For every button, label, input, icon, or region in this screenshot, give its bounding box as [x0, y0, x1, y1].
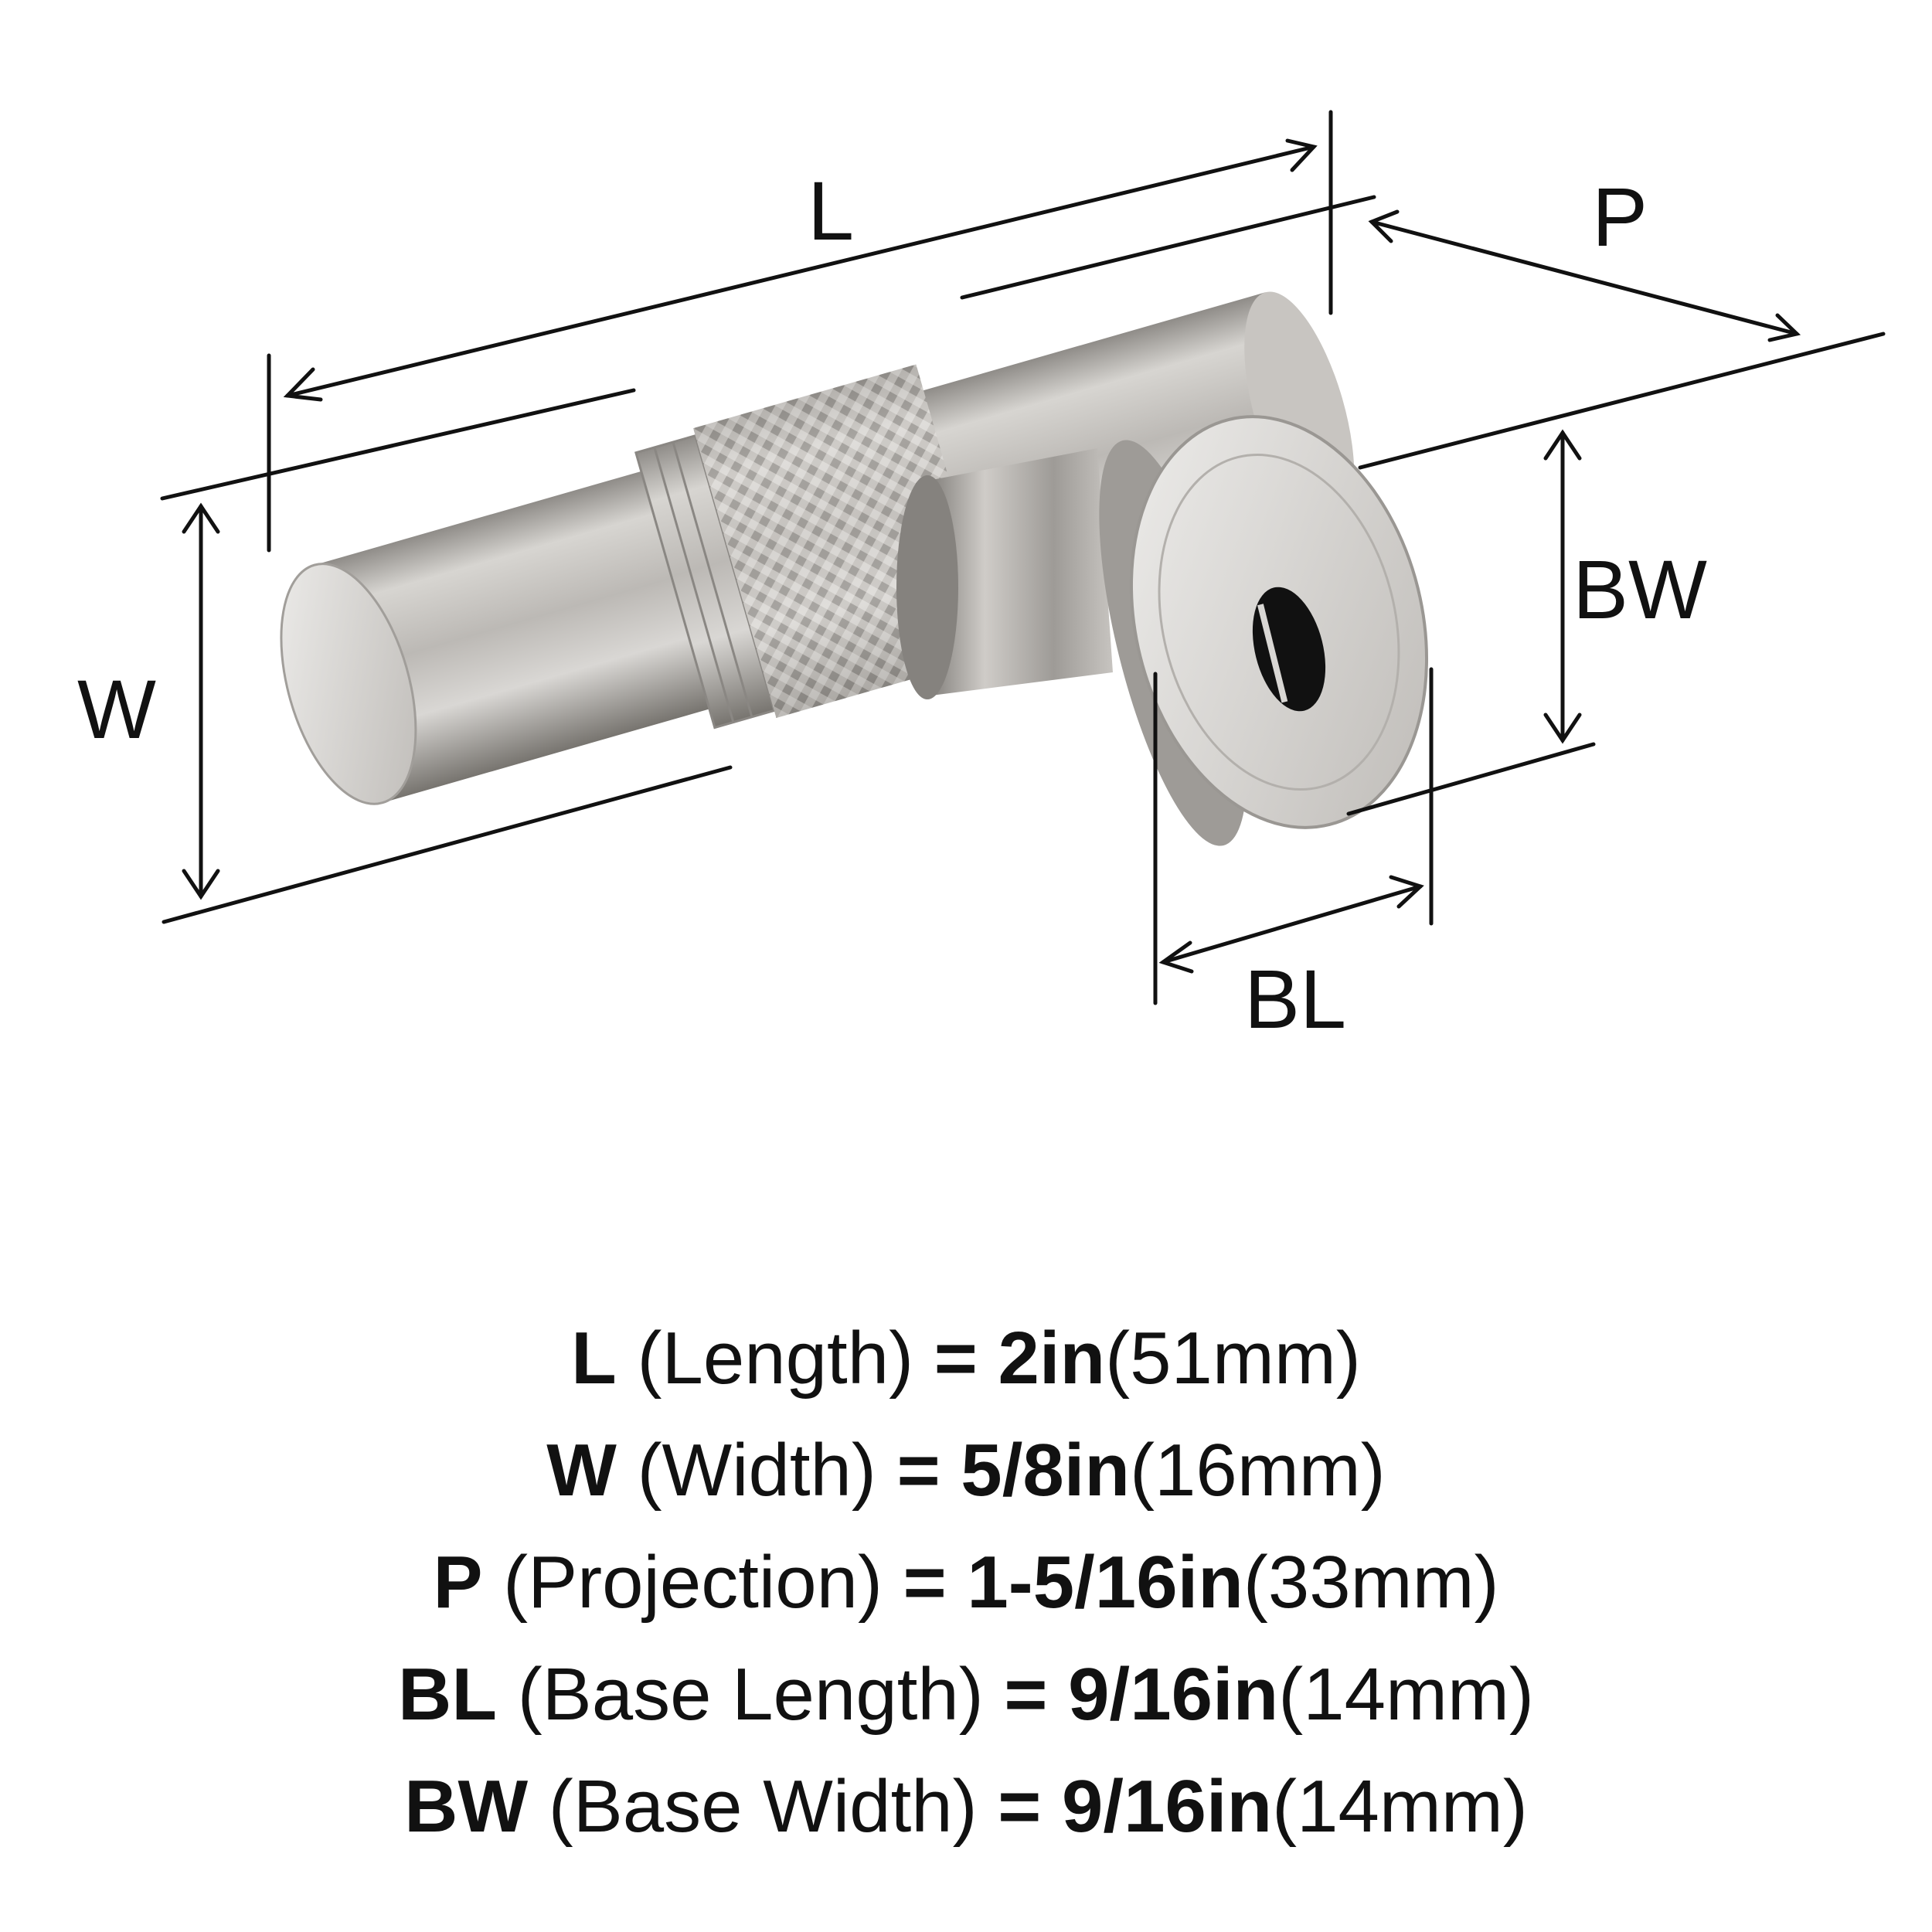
knob-dimension-diagram: L P W BW BL	[77, 110, 1886, 1046]
spec-row-length: L (Length) = 2in(51mm)	[0, 1302, 1932, 1414]
w-extension-bottom	[162, 765, 733, 924]
p-arrow-right	[1767, 313, 1801, 342]
spec-name: (Base Length)	[517, 1653, 984, 1736]
bl-arrow-left	[1158, 940, 1194, 974]
l-arrow-left	[283, 367, 323, 402]
bw-extension-bottom	[1346, 742, 1596, 816]
spec-equals: =	[896, 1429, 940, 1512]
w-arrow-top	[182, 502, 220, 534]
left-rod-end-face	[280, 563, 417, 805]
spec-imperial: 9/16in	[1068, 1653, 1279, 1736]
spec-imperial: 2in	[998, 1317, 1106, 1400]
spec-metric: (14mm)	[1278, 1653, 1534, 1736]
label-bw: BW	[1573, 543, 1707, 636]
bl-dimension-line	[1161, 884, 1423, 964]
knob-stem	[896, 448, 1113, 699]
mounting-hole-icon	[1252, 587, 1326, 712]
spec-name: (Width)	[637, 1429, 876, 1512]
spec-key: BL	[398, 1653, 498, 1736]
spec-imperial: 5/8in	[961, 1429, 1131, 1512]
spec-metric: (33mm)	[1243, 1541, 1499, 1624]
spec-metric: (14mm)	[1272, 1765, 1528, 1848]
spec-imperial: 9/16in	[1062, 1765, 1273, 1848]
spec-row-width: W (Width) = 5/8in(16mm)	[0, 1414, 1932, 1526]
label-p: P	[1592, 170, 1648, 264]
spec-imperial: 1-5/16in	[967, 1541, 1243, 1624]
spec-row-base-width: BW (Base Width) = 9/16in(14mm)	[0, 1750, 1932, 1862]
w-arrow-bottom	[182, 869, 220, 900]
left-rod	[314, 467, 725, 803]
label-w: W	[77, 662, 156, 756]
spec-key: W	[546, 1429, 617, 1512]
spec-metric: (16mm)	[1130, 1429, 1386, 1512]
spec-row-base-length: BL (Base Length) = 9/16in(14mm)	[0, 1638, 1932, 1750]
spec-equals: =	[903, 1541, 947, 1624]
dimension-spec-list: L (Length) = 2in(51mm) W (Width) = 5/8in…	[0, 1302, 1932, 1862]
label-bl: BL	[1244, 952, 1346, 1046]
spec-name: (Base Width)	[548, 1765, 978, 1848]
p-arrow-left	[1368, 209, 1400, 243]
spec-key: BW	[404, 1765, 529, 1848]
label-l: L	[808, 164, 854, 257]
bl-arrow-right	[1389, 875, 1424, 909]
spec-name: (Length)	[637, 1317, 914, 1400]
spec-row-projection: P (Projection) = 1-5/16in(33mm)	[0, 1526, 1932, 1638]
knob-base	[1099, 415, 1429, 846]
spec-key: P	[433, 1541, 483, 1624]
spec-equals: =	[998, 1765, 1042, 1848]
spec-equals: =	[1004, 1653, 1048, 1736]
spec-metric: (51mm)	[1105, 1317, 1361, 1400]
l-dimension-line	[285, 145, 1316, 398]
bw-arrow-bottom	[1543, 713, 1582, 744]
p-extension	[1358, 332, 1886, 470]
spec-key: L	[571, 1317, 617, 1400]
bw-arrow-top	[1543, 429, 1582, 461]
dimension-lines	[160, 110, 1886, 1005]
spec-name: (Projection)	[503, 1541, 883, 1624]
l-arrow-right	[1285, 138, 1318, 172]
p-dimension-line	[1369, 219, 1799, 336]
spec-equals: =	[934, 1317, 978, 1400]
